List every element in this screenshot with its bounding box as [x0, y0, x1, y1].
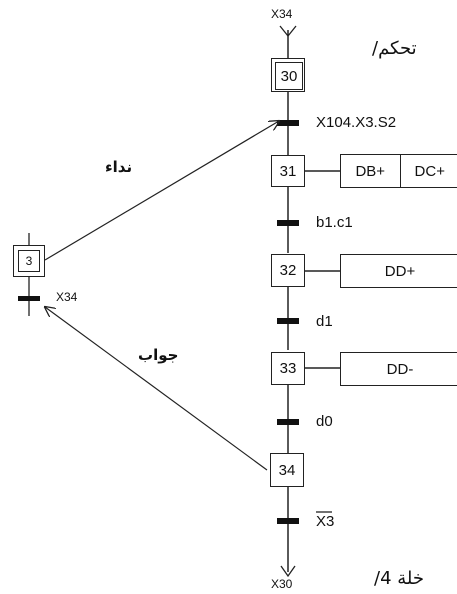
action-db-plus: DB+	[355, 162, 386, 180]
action-dc-plus: DC+	[399, 155, 457, 187]
calling-transition-label: X34	[56, 290, 78, 304]
input-link-label: X34	[271, 7, 293, 21]
step-number: 32	[279, 262, 297, 279]
call-label: نداء	[105, 158, 133, 176]
step-number: 30	[280, 67, 298, 85]
step-number: 33	[279, 360, 297, 377]
transition-bar	[277, 518, 299, 524]
step-33: 33	[271, 352, 305, 385]
header-text: تحكم/	[372, 38, 417, 59]
transition-condition-x3: X3	[316, 513, 335, 530]
footer-text: خلة 4/	[374, 568, 424, 589]
step-31: 31	[271, 155, 305, 187]
action-box-step-33: DD-	[340, 352, 457, 386]
call-arrow	[44, 121, 279, 261]
transition-condition-d1: d1	[316, 313, 333, 330]
action-box-step-31: DB+ DC+	[340, 154, 457, 188]
transition-bar	[277, 318, 299, 324]
step-34: 34	[270, 453, 304, 487]
answer-arrow	[45, 307, 268, 471]
step-32: 32	[271, 254, 305, 287]
output-link-label: X30	[271, 577, 293, 591]
transition-condition-b1c1: b1.c1	[316, 214, 353, 231]
transition-bar	[277, 419, 299, 425]
answer-label: جواب	[138, 346, 179, 364]
input-link-mark	[279, 25, 297, 38]
action-dd-plus: DD+	[384, 262, 416, 280]
step-number: 31	[279, 162, 297, 180]
transition-bar	[277, 220, 299, 226]
step-30-initial: 30	[271, 58, 305, 92]
action-dd-minus: DD-	[386, 360, 414, 378]
output-arrow	[280, 565, 296, 578]
transition-bar	[277, 120, 299, 126]
transition-condition-x104: X104.X3.S2	[316, 114, 397, 131]
action-box-step-32: DD+	[340, 254, 457, 288]
calling-step-3: 3	[13, 245, 45, 277]
step-number: 34	[278, 461, 296, 479]
step-number: 3	[25, 254, 33, 268]
calling-transition-bar	[18, 296, 40, 301]
transition-condition-d0: d0	[316, 413, 333, 430]
